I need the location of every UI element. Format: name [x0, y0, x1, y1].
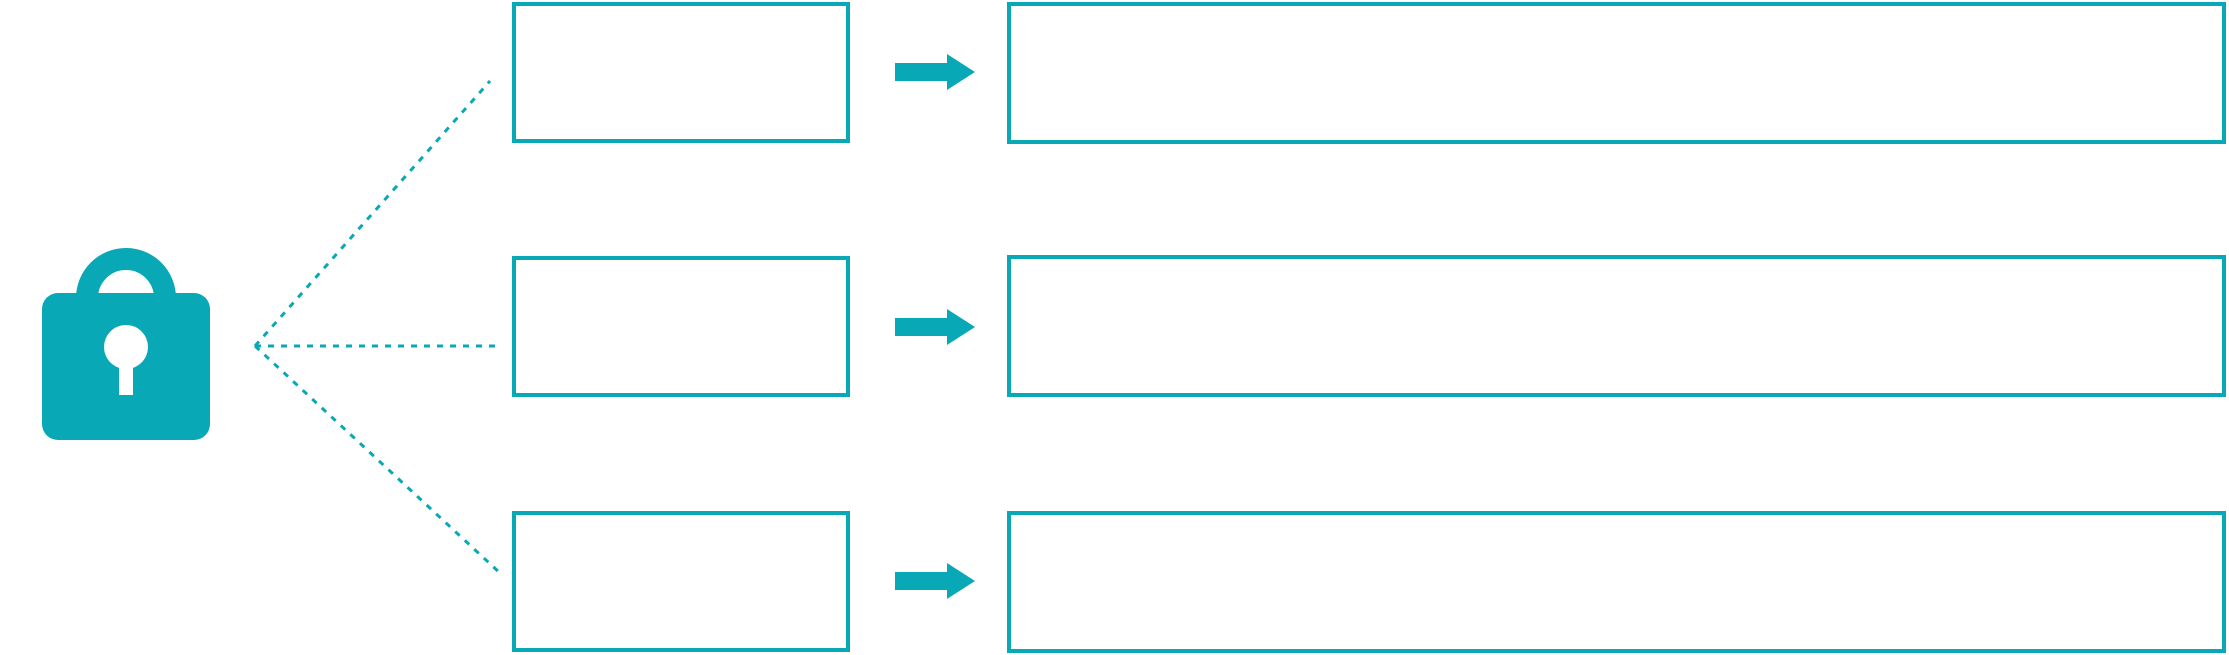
connector-line-bottom — [253, 344, 502, 575]
arrow-right-icon — [895, 563, 975, 599]
arrow-right-icon — [895, 309, 975, 345]
detail-box-2 — [1007, 255, 2226, 397]
lock-icon — [42, 248, 210, 440]
source-box-2 — [512, 256, 850, 397]
arrow-right-icon — [895, 54, 975, 90]
connector-line-top — [253, 80, 492, 347]
detail-box-1 — [1007, 2, 2226, 144]
detail-box-3 — [1007, 511, 2226, 653]
source-box-3 — [512, 511, 850, 652]
source-box-1 — [512, 2, 850, 143]
